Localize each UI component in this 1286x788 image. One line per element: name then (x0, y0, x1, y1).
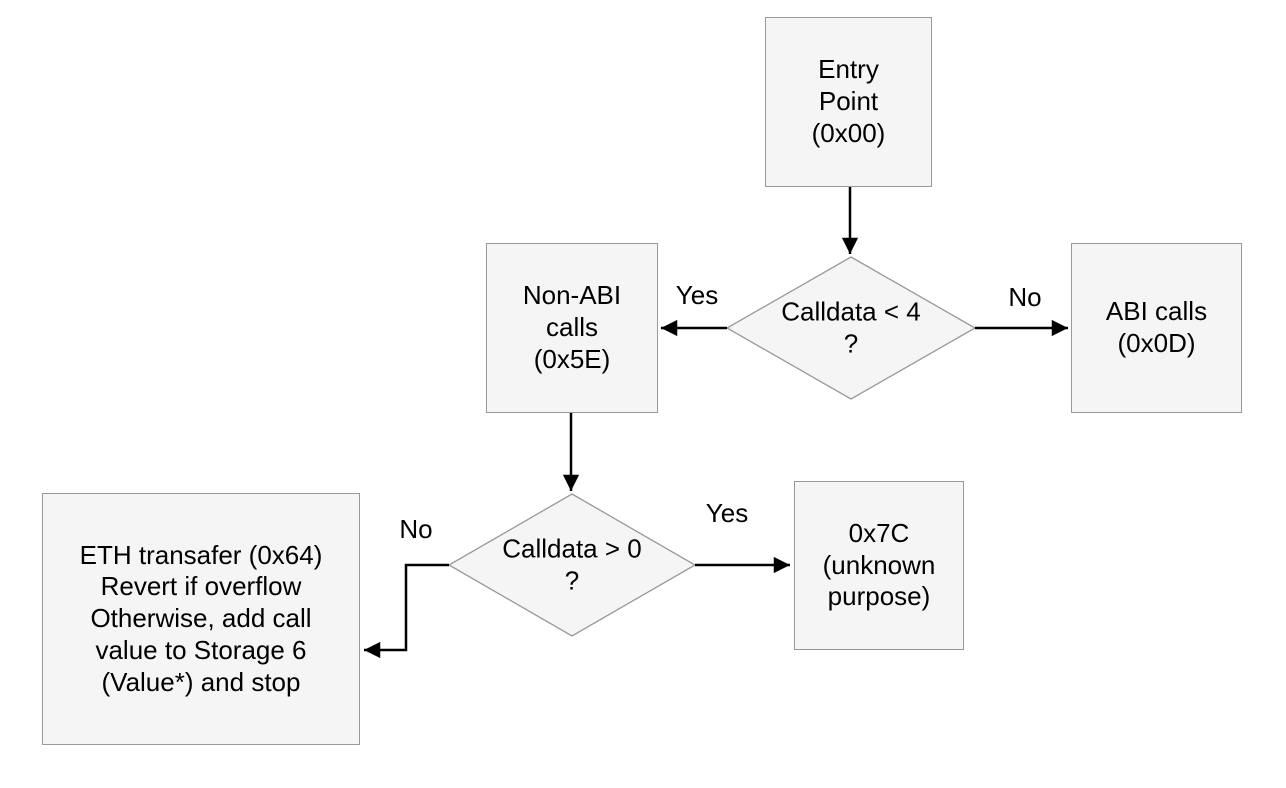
decision-calldata-lt-4-shape (725, 256, 977, 400)
edge-label-calldata-gt-0-yes: Yes (705, 498, 749, 529)
node-unknown-purpose: 0x7C (unknown purpose) (794, 481, 964, 650)
node-non-abi-calls-label: Non-ABI calls (0x5E) (522, 280, 622, 374)
node-eth-transfer: ETH transafer (0x64) Revert if overflow … (42, 493, 360, 745)
node-non-abi-calls: Non-ABI calls (0x5E) (486, 243, 658, 413)
node-abi-calls-label: ABI calls (0x0D) (1105, 296, 1208, 358)
decision-calldata-gt-0-label: Calldata > 0 ? (502, 533, 642, 595)
edge-label-calldata-lt-4-yes: Yes (675, 280, 719, 311)
node-abi-calls: ABI calls (0x0D) (1071, 243, 1242, 413)
edge-label-calldata-lt-4-no: No (1008, 282, 1042, 313)
edge-no-to-eth-transfer (364, 563, 449, 659)
node-eth-transfer-label: ETH transafer (0x64) Revert if overflow … (79, 539, 323, 697)
node-entry-point-label: Entry Point (0x00) (811, 54, 886, 148)
node-entry-point: Entry Point (0x00) (765, 17, 932, 187)
decision-calldata-lt-4-label: Calldata < 4 ? (781, 296, 921, 358)
node-unknown-purpose-label: 0x7C (unknown purpose) (822, 517, 936, 612)
edge-label-calldata-gt-0-no: No (399, 514, 433, 545)
decision-calldata-gt-0-shape (447, 493, 697, 637)
